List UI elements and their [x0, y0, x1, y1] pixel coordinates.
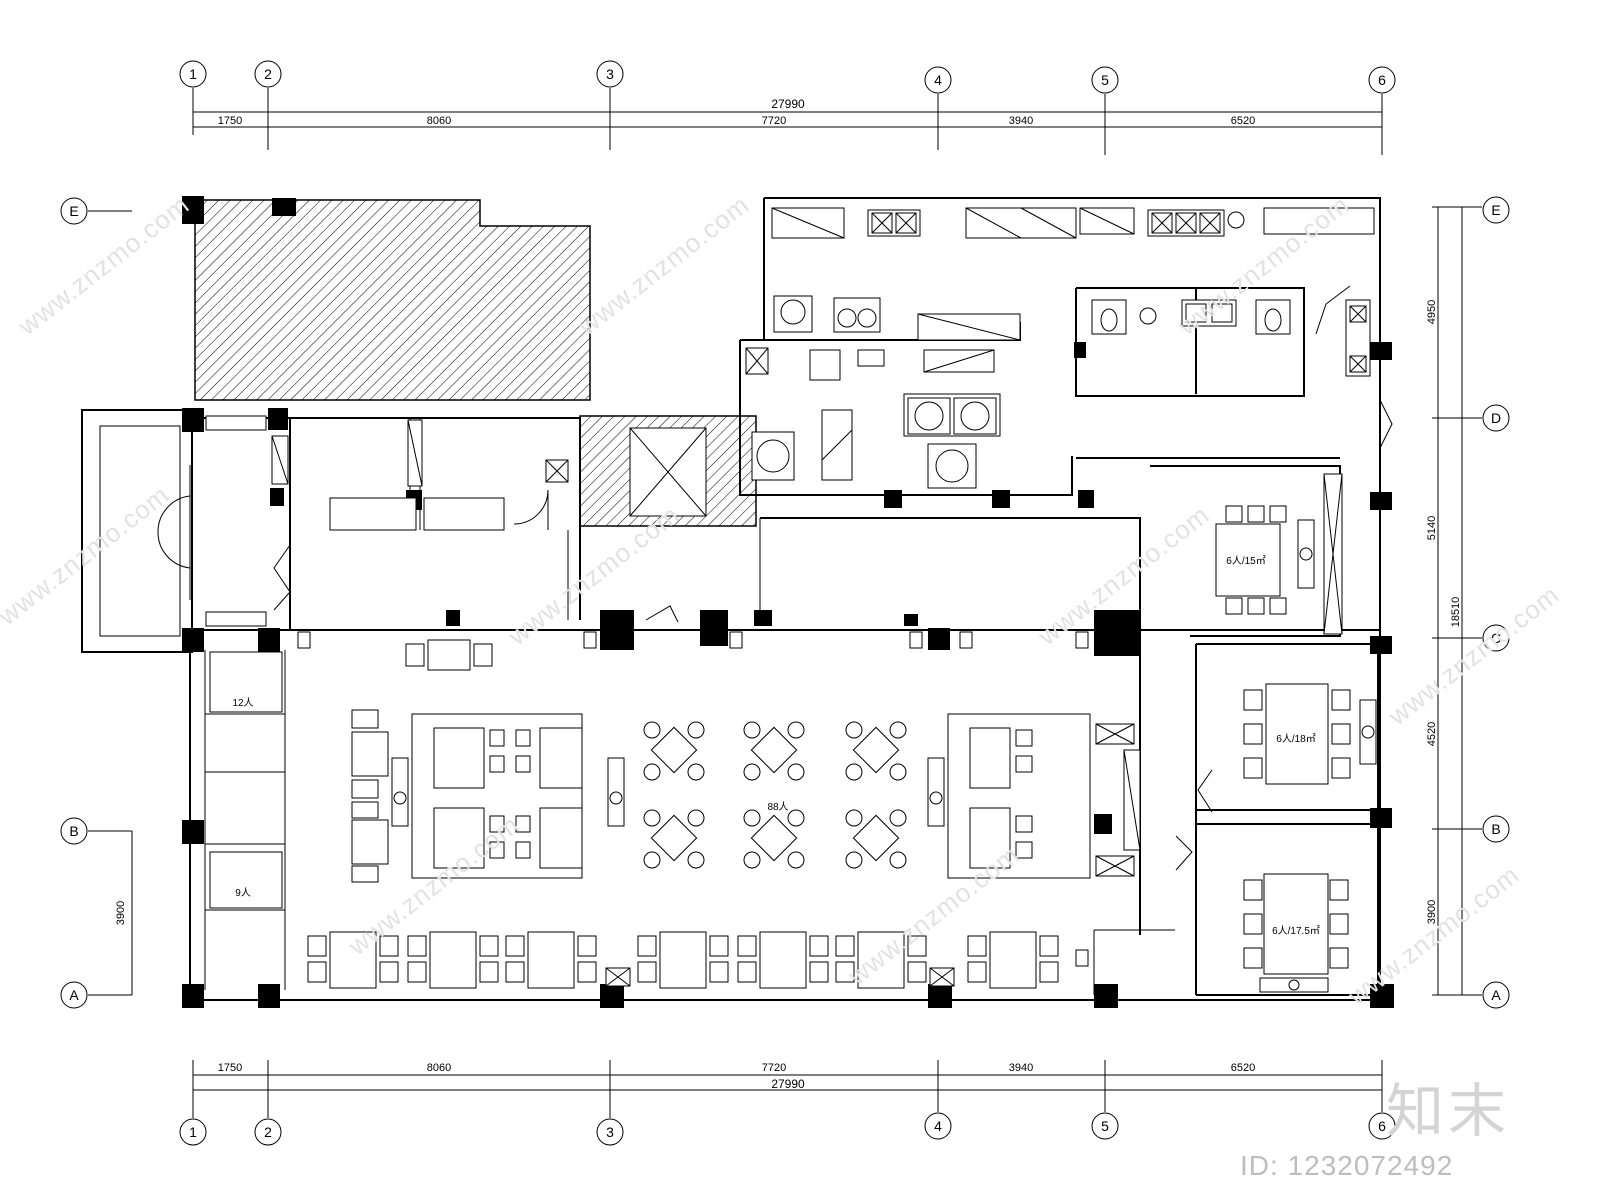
grid-bubble-6-top: [1368, 66, 1396, 94]
grid-bubble-D-right: [1482, 404, 1510, 432]
grid-label: 6: [1378, 1118, 1386, 1134]
grid-bubble-2-top: [254, 60, 282, 88]
grid-bubble-B-right: [1482, 815, 1510, 843]
brand-logo: 知末: [1386, 1077, 1511, 1145]
grid-bubble-6-bottom: [1368, 1112, 1396, 1140]
dim-seg: 7720: [762, 1062, 786, 1074]
grid-label: 3: [606, 1124, 614, 1140]
grid-label: B: [69, 823, 78, 839]
room-label-booth-9: 9人: [235, 887, 251, 899]
grid-bubble-5-top: [1091, 66, 1119, 94]
room-label-private-top: 6人/15㎡: [1226, 555, 1265, 567]
grid-label: 3: [606, 66, 614, 82]
dim-seg: 3940: [1009, 1062, 1033, 1074]
dim-seg: 1750: [218, 1062, 242, 1074]
toilet-fixture: [1091, 299, 1371, 377]
grid-label: A: [69, 987, 79, 1003]
image-id: ID: 1232072492: [1240, 1150, 1454, 1181]
grid-label: 2: [264, 1124, 272, 1140]
dim-right: 4520: [1426, 722, 1438, 746]
dining-furniture: [209, 473, 1377, 993]
grid-bubble-1-bottom: [179, 1118, 207, 1146]
dim-overall-top: 27990: [771, 97, 805, 111]
dim-seg: 7720: [762, 115, 786, 127]
grid-bubble-3-bottom: [596, 1118, 624, 1146]
grid-bubble-4-bottom: [924, 1112, 952, 1140]
dim-seg: 3940: [1009, 115, 1033, 127]
dim-seg: 8060: [427, 115, 451, 127]
dimension-lines-bottom: 1750 8060 7720 3940 6520 27990 1 2 3 4 5…: [179, 1060, 1396, 1146]
dim-overall-bottom: 27990: [771, 1077, 805, 1091]
dim-right: 4950: [1426, 300, 1438, 324]
grid-label: 2: [264, 66, 272, 82]
dim-left: 3900: [115, 901, 127, 925]
grid-bubble-A-left: [60, 981, 88, 1009]
grid-bubble-4-top: [924, 66, 952, 94]
grid-bubble-1-top: [179, 60, 207, 88]
room-label-private-mid: 6人/18㎡: [1276, 733, 1315, 745]
grid-bubble-C-right: [1482, 624, 1510, 652]
room-label-private-bottom: 6人/17.5㎡: [1272, 925, 1320, 937]
grid-axis-top: 1 2 3 4 5 6: [179, 60, 1396, 155]
door-swing: [157, 285, 1393, 871]
grid-bubble-B-left: [60, 817, 88, 845]
dim-right: 3900: [1426, 900, 1438, 924]
grid-label: B: [1491, 821, 1500, 837]
kitchen-equipment: [271, 207, 1375, 531]
dim-seg: 6520: [1231, 1062, 1255, 1074]
grid-label: 1: [189, 1124, 197, 1140]
grid-bubble-3-top: [596, 60, 624, 88]
grid-bubble-2-bottom: [254, 1118, 282, 1146]
grid-bubble-A-right: [1482, 981, 1510, 1009]
dim-seg: 8060: [427, 1062, 451, 1074]
dim-seg: 1750: [218, 115, 242, 127]
grid-bubble-E-right: [1482, 196, 1510, 224]
grid-label: 5: [1101, 1118, 1109, 1134]
grid-label: C: [1491, 630, 1501, 646]
dim-seg: 6520: [1231, 115, 1255, 127]
grid-label: A: [1491, 987, 1501, 1003]
grid-label: E: [1491, 202, 1500, 218]
dim-right-total: 18510: [1450, 597, 1462, 628]
grid-label: E: [69, 203, 78, 219]
grid-label: D: [1491, 410, 1501, 426]
grid-label: 5: [1101, 72, 1109, 88]
grid-label: 1: [189, 66, 197, 82]
room-label-main-hall: 88人: [767, 801, 788, 813]
grid-label: 4: [934, 1118, 942, 1134]
dim-right: 5140: [1426, 516, 1438, 540]
fire-hydrant: [205, 415, 1089, 987]
dimension-lines-top: 27990 1750 8060 7720 3940 6520: [193, 97, 1382, 128]
hatched-void: [194, 199, 757, 527]
grid-bubble-E-left: [60, 197, 88, 225]
room-labels: 6人/15㎡ 6人/18㎡ 6人/17.5㎡ 88人 12人 9人: [232, 555, 1319, 937]
grid-label: 4: [934, 72, 942, 88]
room-label-booth-12: 12人: [232, 697, 253, 709]
grid-bubble-5-bottom: [1091, 1112, 1119, 1140]
grid-axis-right: E D C B A 4950 5140 4520 3900 18510: [1426, 196, 1510, 1009]
grid-axis-left: E B A 3900: [60, 197, 133, 1009]
grid-label: 6: [1378, 72, 1386, 88]
